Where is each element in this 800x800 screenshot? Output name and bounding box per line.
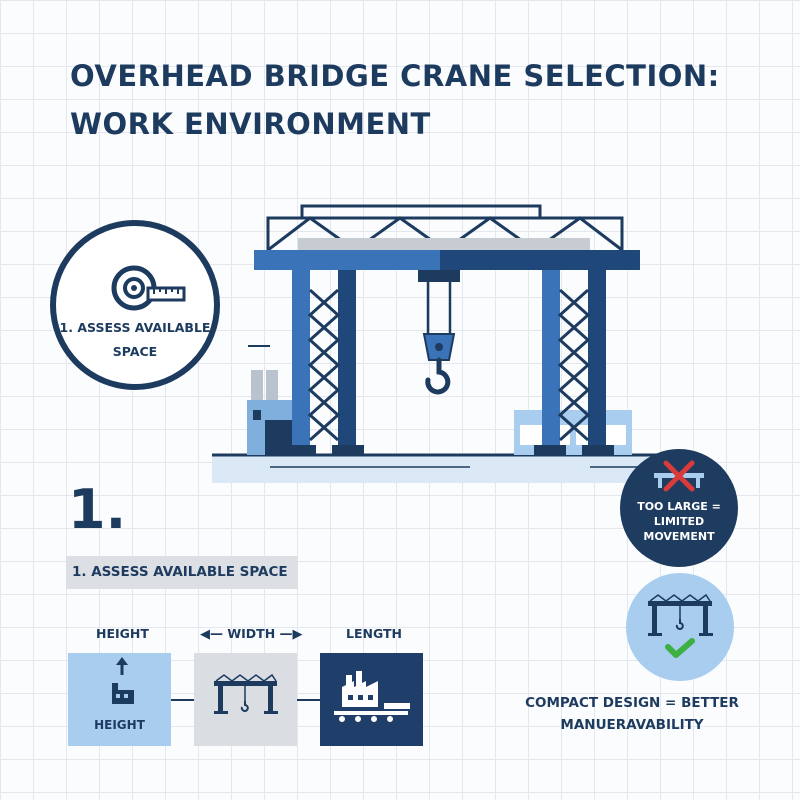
- too-large-warning: TOO LARGE = LIMITED MOVEMENT: [620, 449, 738, 567]
- cross-mark-icon: [654, 460, 704, 492]
- crane-top-truss: [266, 204, 624, 252]
- width-box: [194, 653, 297, 746]
- connector-line-1: [171, 699, 194, 701]
- height-box-label: HEIGHT: [94, 718, 145, 732]
- ground-slab: [212, 455, 657, 483]
- check-mark-icon: [648, 593, 713, 658]
- arrow-right-icon: —▶: [279, 627, 303, 642]
- compact-design-text: COMPACT DESIGN = BETTER MANUERAVABILITY: [525, 695, 739, 733]
- factory-building-left: [247, 370, 295, 455]
- width-label-group: ◀— WIDTH —▶: [200, 626, 303, 642]
- height-box: HEIGHT: [68, 653, 171, 746]
- arrow-left-icon: ◀—: [200, 627, 223, 642]
- step-heading-bar: 1. ASSESS AVAILABLE SPACE: [66, 556, 298, 589]
- crane-hook: [418, 270, 460, 395]
- tape-measure-icon: [111, 265, 186, 311]
- warehouse-right: [514, 410, 632, 455]
- crane-left-leg: [284, 270, 364, 455]
- width-label: WIDTH: [227, 626, 276, 641]
- crane-beam-left: [254, 250, 440, 270]
- factory-rail-icon: [334, 671, 410, 722]
- crane-beam-right: [440, 250, 640, 270]
- length-box: [320, 653, 423, 746]
- small-crane-icon: [214, 673, 278, 714]
- length-label: LENGTH: [346, 626, 402, 641]
- assess-space-circle-label: 1. ASSESS AVAILABLE SPACE: [59, 320, 211, 359]
- height-label: HEIGHT: [96, 626, 149, 641]
- connector-line-2: [297, 699, 320, 701]
- crane-right-leg: [534, 270, 614, 455]
- assess-space-circle: 1. ASSESS AVAILABLE SPACE: [50, 220, 220, 390]
- compact-ok-badge: [626, 573, 734, 681]
- building-height-icon: [112, 657, 134, 704]
- title-line-2: WORK ENVIRONMENT: [70, 107, 431, 141]
- title-line-1: OVERHEAD BRIDGE CRANE SELECTION:: [70, 59, 720, 93]
- page-title: OVERHEAD BRIDGE CRANE SELECTION: WORK EN…: [70, 52, 720, 148]
- step-number: 1.: [68, 478, 127, 541]
- too-large-text: TOO LARGE = LIMITED MOVEMENT: [637, 500, 721, 543]
